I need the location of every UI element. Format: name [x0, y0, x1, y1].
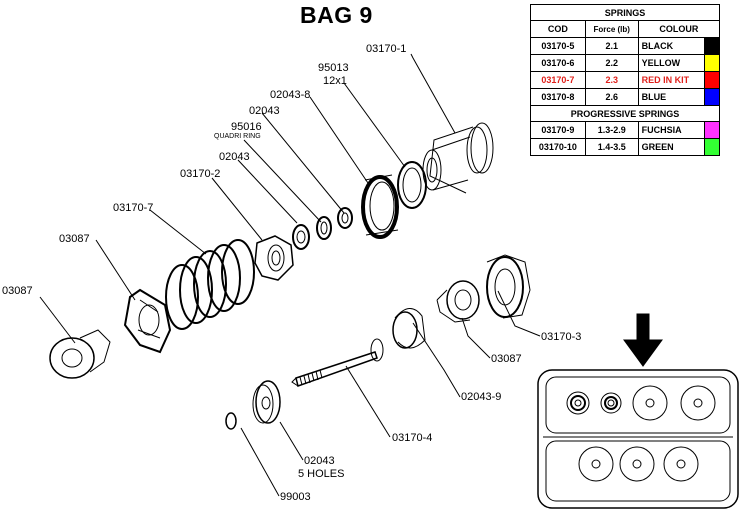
- colour-swatch: [704, 138, 720, 156]
- colour-swatch: [704, 54, 720, 72]
- spring-colour: GREEN: [637, 138, 706, 156]
- label-95016: 95016: [231, 121, 262, 133]
- label-12x1: 12x1: [323, 75, 347, 87]
- springs-table: SPRINGS COD Force (lb) COLOUR 03170-5 2.…: [530, 4, 721, 156]
- leader-lines: [39, 53, 541, 497]
- label-03087-c: 03087: [491, 353, 522, 365]
- label-03087-b: 03087: [2, 285, 33, 297]
- part-03170-2-nut: [254, 235, 294, 281]
- part-02043-ring-a: [337, 207, 353, 229]
- springs-heading: SPRINGS: [530, 4, 720, 21]
- part-02043-ring-b: [292, 224, 310, 250]
- spring-row: 03170-8 2.6 BLUE: [530, 88, 720, 106]
- label-02043-b: 02043: [219, 151, 250, 163]
- label-02043-9: 02043-9: [461, 391, 502, 403]
- spring-colour: FUCHSIA: [637, 121, 706, 139]
- label-03170-4: 03170-4: [392, 432, 433, 444]
- spring-code: 03170-10: [530, 138, 586, 156]
- label-5-holes: 5 HOLES: [298, 468, 345, 480]
- col-header-colour: COLOUR: [637, 20, 721, 38]
- spring-colour: BLACK: [637, 37, 706, 55]
- label-03170-3: 03170-3: [541, 331, 582, 343]
- col-header-cod: COD: [530, 20, 586, 38]
- part-03170-1: [422, 122, 494, 194]
- spring-row: 03170-9 1.3-2.9 FUCHSIA: [530, 121, 720, 139]
- label-02043-c: 02043: [304, 455, 335, 467]
- parts-tray-inset: [537, 369, 739, 509]
- part-03170-7-spring: [165, 239, 255, 330]
- spring-code: 03170-6: [530, 54, 586, 72]
- spring-row: 03170-6 2.2 YELLOW: [530, 54, 720, 72]
- label-03170-1: 03170-1: [366, 43, 407, 55]
- colour-swatch: [704, 37, 720, 55]
- spring-force: 2.1: [584, 37, 639, 55]
- spring-row: 03170-10 1.4-3.5 GREEN: [530, 138, 720, 156]
- spring-colour: RED IN KIT: [637, 71, 706, 89]
- part-02043-8-collar: [361, 174, 399, 239]
- part-03170-4-shaft: [291, 338, 384, 387]
- label-03170-7: 03170-7: [113, 202, 154, 214]
- label-03170-2: 03170-2: [180, 168, 221, 180]
- part-02043-piston: [252, 380, 281, 424]
- label-99003: 99003: [280, 491, 311, 503]
- label-02043-a: 02043: [249, 105, 280, 117]
- spring-row: 03170-5 2.1 BLACK: [530, 37, 720, 55]
- part-03087-rod-end: [49, 329, 111, 379]
- label-02043-8: 02043-8: [270, 89, 311, 101]
- label-quadri-ring: QUADRI RING: [214, 133, 261, 140]
- spring-force: 2.3: [584, 71, 639, 89]
- part-03087-cap: [123, 288, 172, 354]
- spring-code: 03170-5: [530, 37, 586, 55]
- page-title: BAG 9: [300, 2, 373, 28]
- spring-force: 1.3-2.9: [584, 121, 639, 139]
- part-95013-oring: [397, 161, 427, 209]
- part-02043-9-cup: [392, 308, 426, 349]
- colour-swatch: [704, 88, 720, 106]
- colour-swatch: [704, 121, 720, 139]
- label-03087-a: 03087: [59, 233, 90, 245]
- label-95013: 95013: [318, 62, 349, 74]
- arrow-down-icon: [623, 313, 663, 367]
- col-header-force: Force (lb): [584, 20, 639, 38]
- spring-colour: YELLOW: [637, 54, 706, 72]
- colour-swatch: [704, 71, 720, 89]
- part-03170-3-cap: [486, 254, 531, 319]
- spring-force: 1.4-3.5: [584, 138, 639, 156]
- spring-row-highlight: 03170-7 2.3 RED IN KIT: [530, 71, 720, 89]
- spring-force: 2.2: [584, 54, 639, 72]
- spring-force: 2.6: [584, 88, 639, 106]
- spring-code: 03170-7: [530, 71, 586, 89]
- spring-colour: BLUE: [637, 88, 706, 106]
- spring-code: 03170-8: [530, 88, 586, 106]
- part-03087-eyelet: [436, 280, 480, 323]
- part-95016-quadri-ring: [316, 216, 332, 240]
- spring-code: 03170-9: [530, 121, 586, 139]
- part-99003-clip: [225, 412, 237, 430]
- progressive-heading: PROGRESSIVE SPRINGS: [530, 105, 720, 122]
